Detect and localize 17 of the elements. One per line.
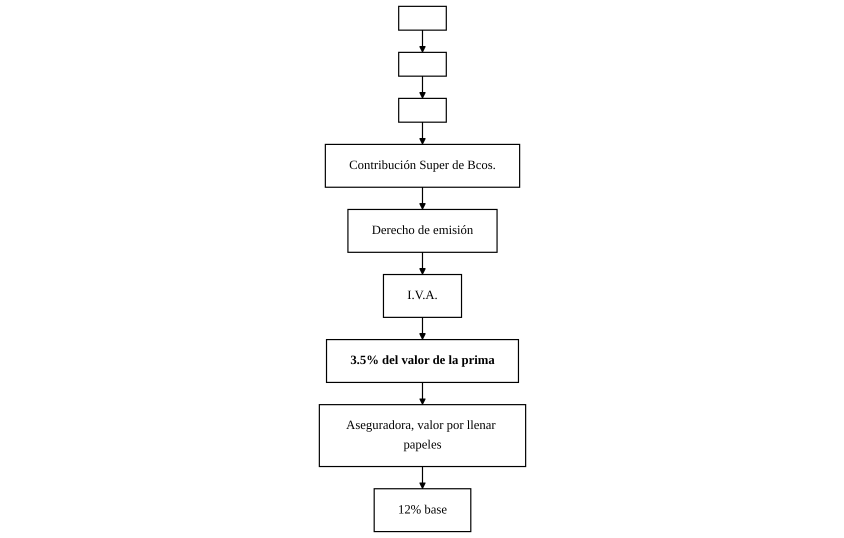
node-box [398, 52, 446, 77]
arrow [418, 317, 426, 340]
arrow [418, 76, 426, 99]
arrow [418, 252, 426, 275]
node-box [398, 6, 446, 31]
arrow [418, 382, 426, 405]
node-box: Derecho de emisión [346, 208, 498, 253]
node-box: 3.5% del valor de la prima [325, 339, 519, 384]
node-box: 12% base [373, 488, 471, 532]
arrow [418, 30, 426, 53]
node-box: I.V.A. [382, 274, 462, 318]
arrow [418, 122, 426, 145]
arrow [418, 466, 426, 490]
arrow [418, 187, 426, 210]
node-box: Contribución Super de Bcos. [324, 144, 520, 188]
node-box [398, 98, 446, 123]
node-box: Aseguradora, valor por llenar papeles [318, 404, 526, 468]
